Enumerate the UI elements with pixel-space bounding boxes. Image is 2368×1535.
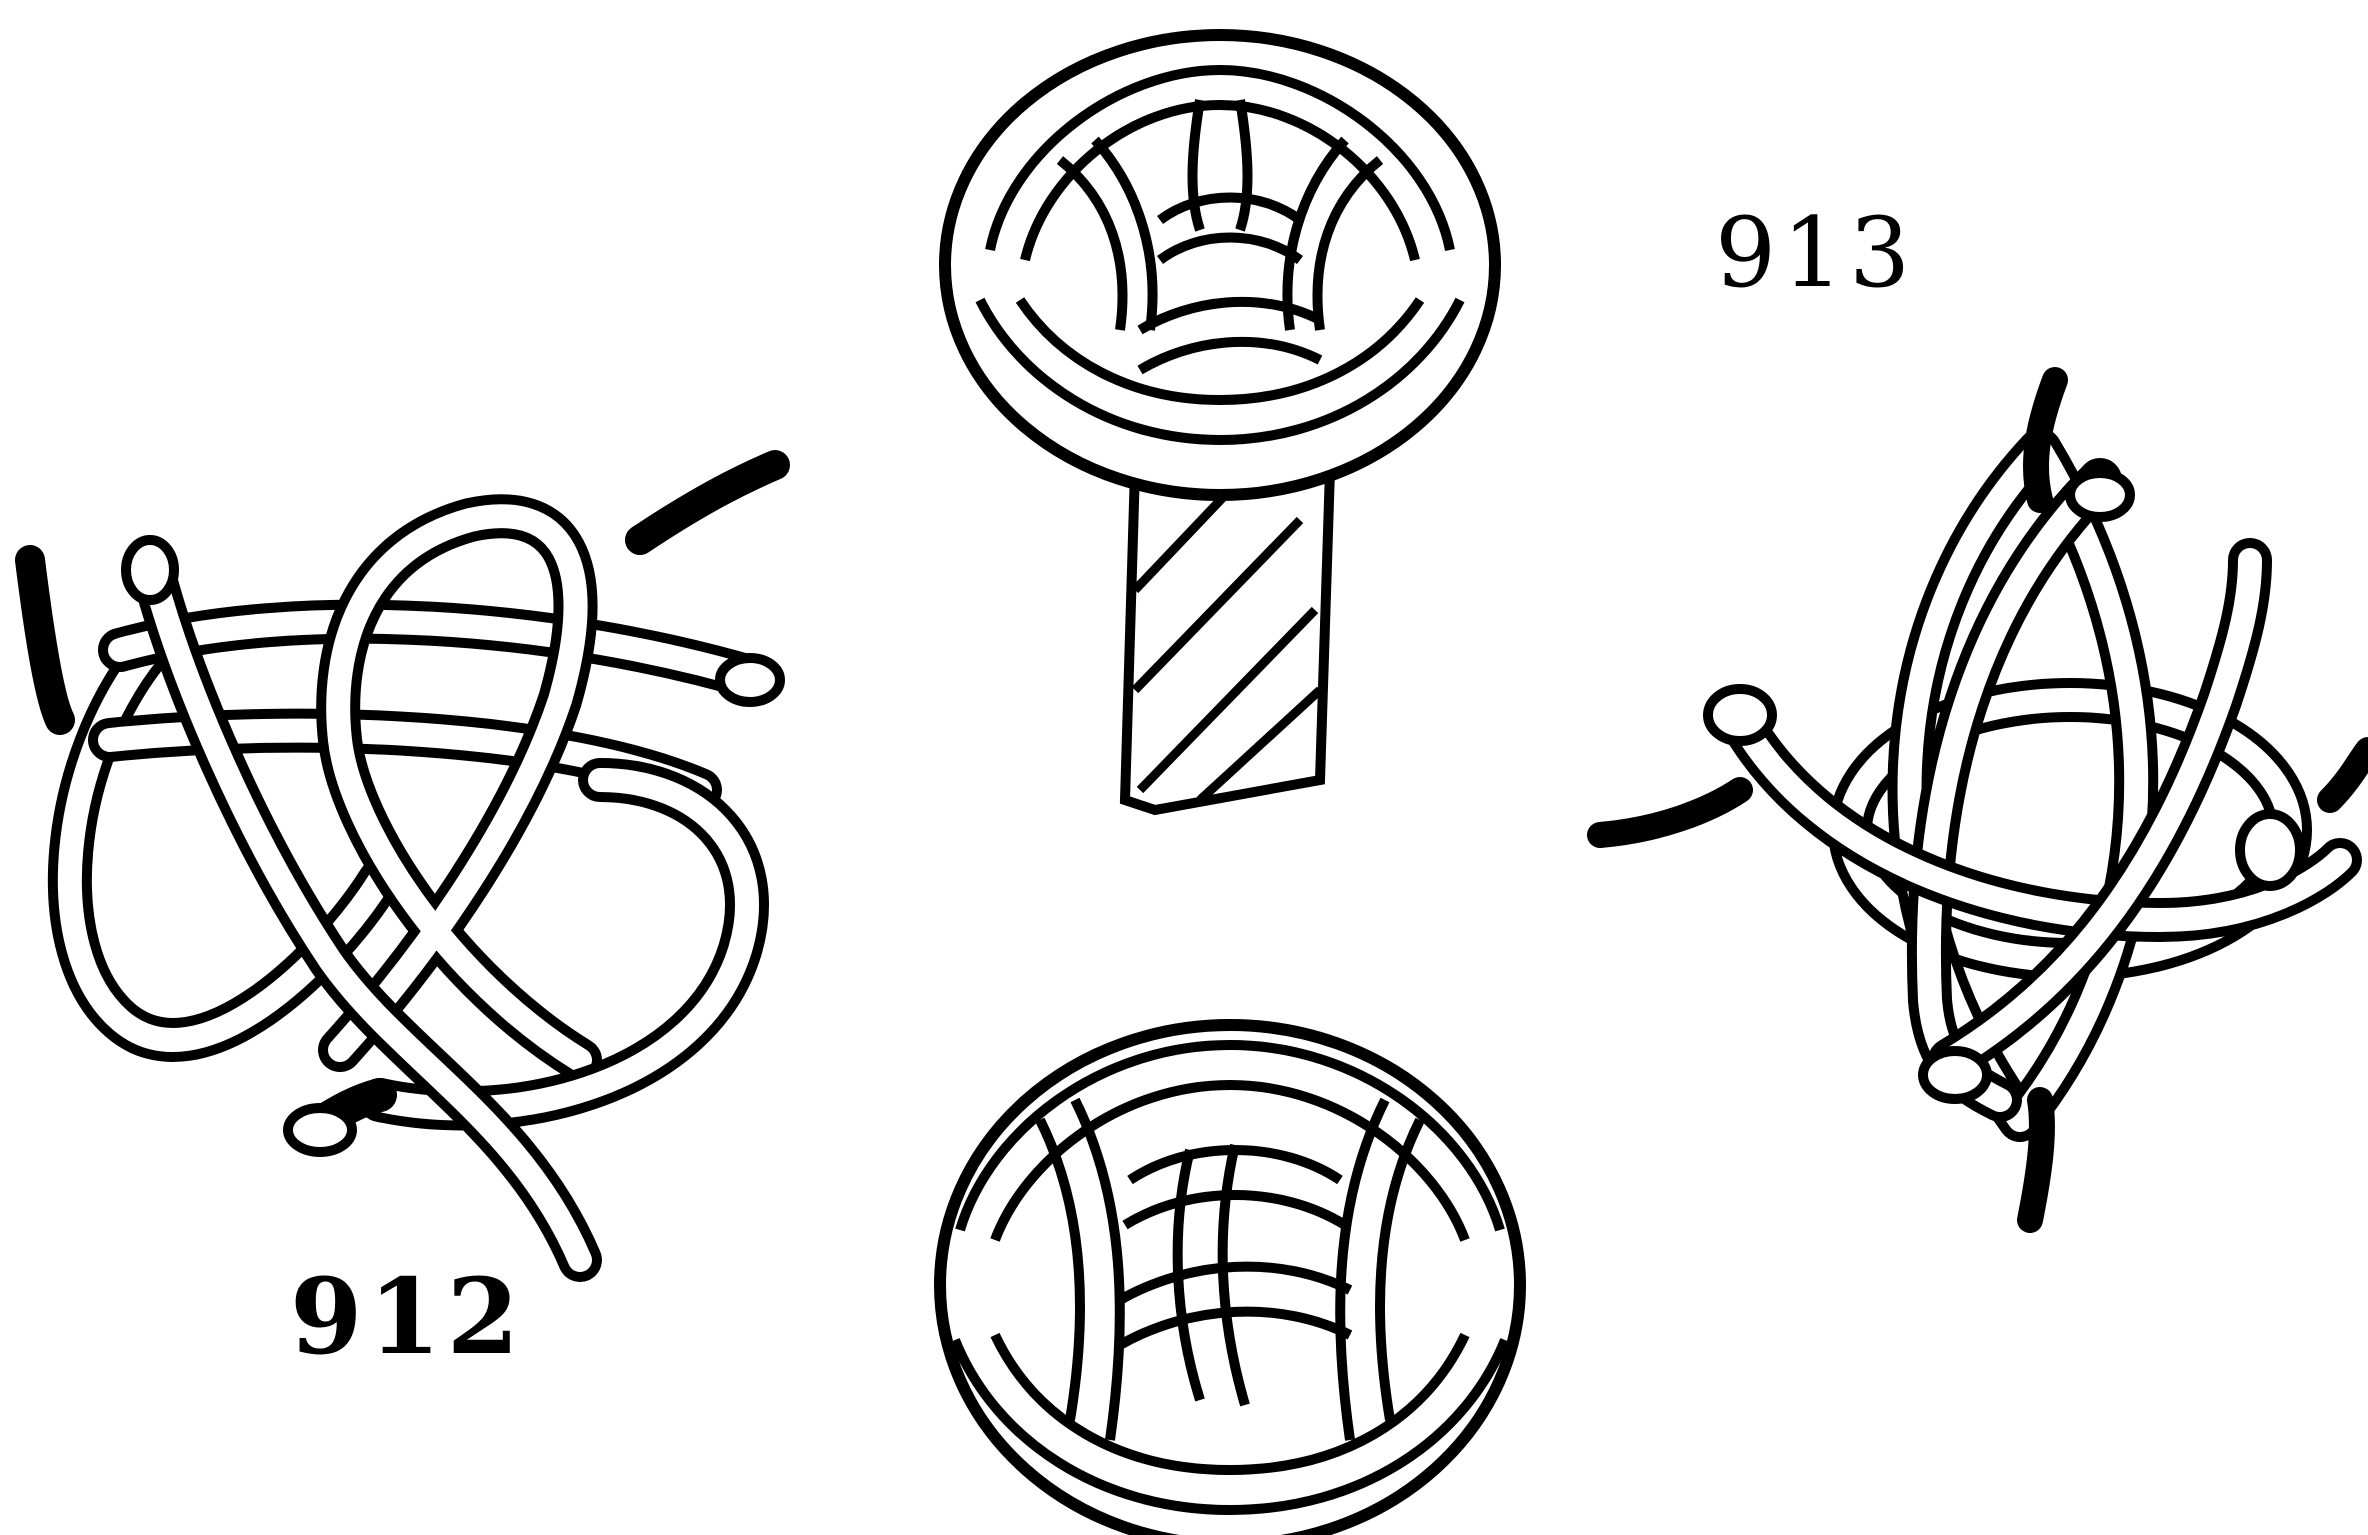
figure-label-913: 913	[1715, 205, 1916, 301]
finished-ball-knot-icon	[940, 1025, 1520, 1535]
figure-label-912: 912	[290, 1265, 525, 1369]
knot-913-drawing	[1600, 380, 2368, 1220]
knob-knot-on-rope-icon	[945, 35, 1495, 810]
knot-912-drawing	[30, 465, 780, 1260]
